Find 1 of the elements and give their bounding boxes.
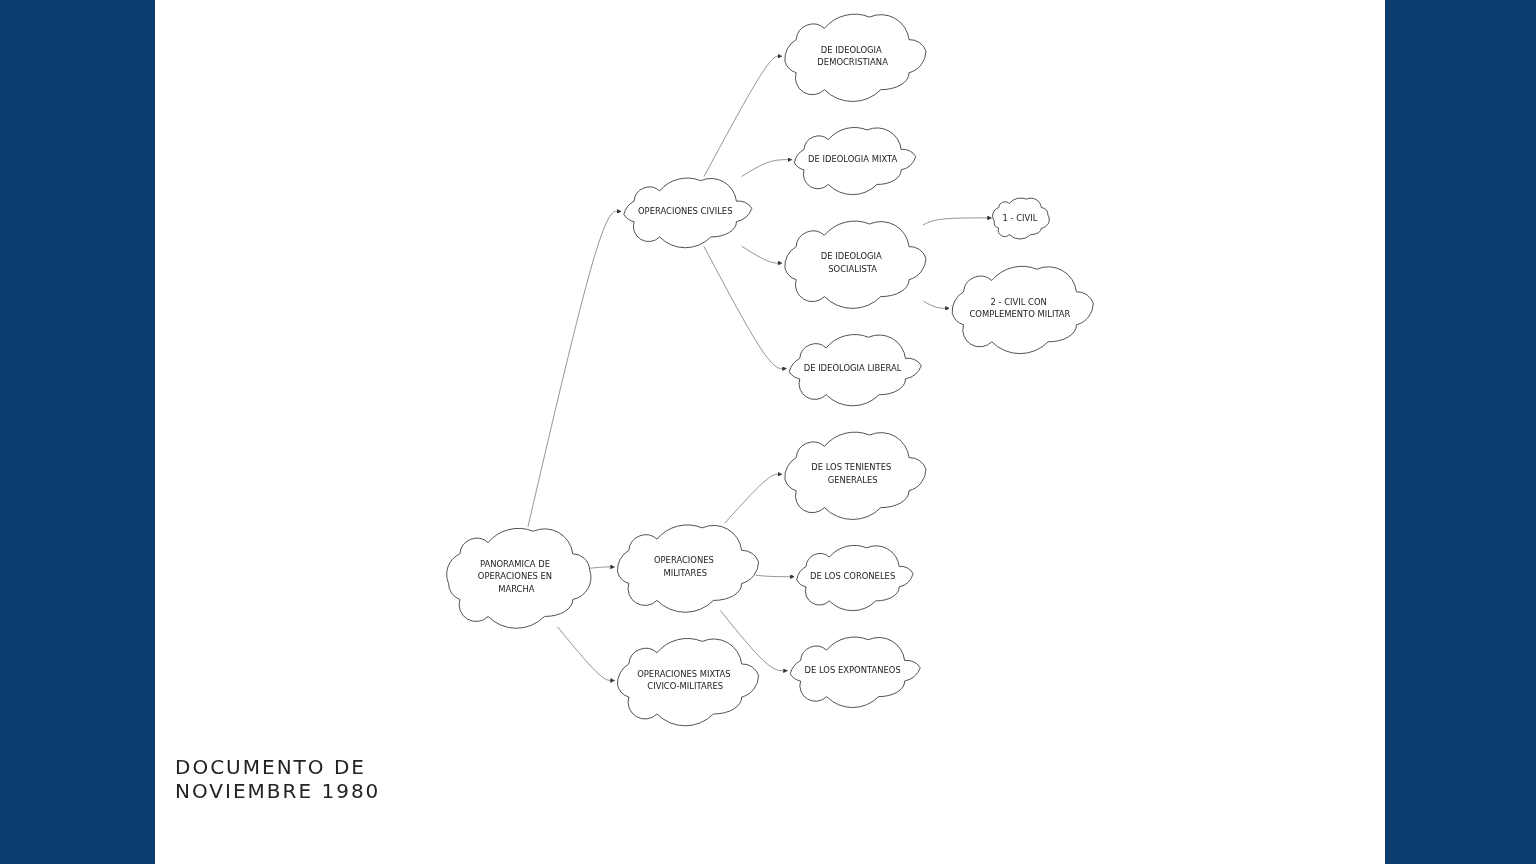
note-text: DOCUMENTO DE NOVIEMBRE 1980 — [175, 755, 382, 803]
